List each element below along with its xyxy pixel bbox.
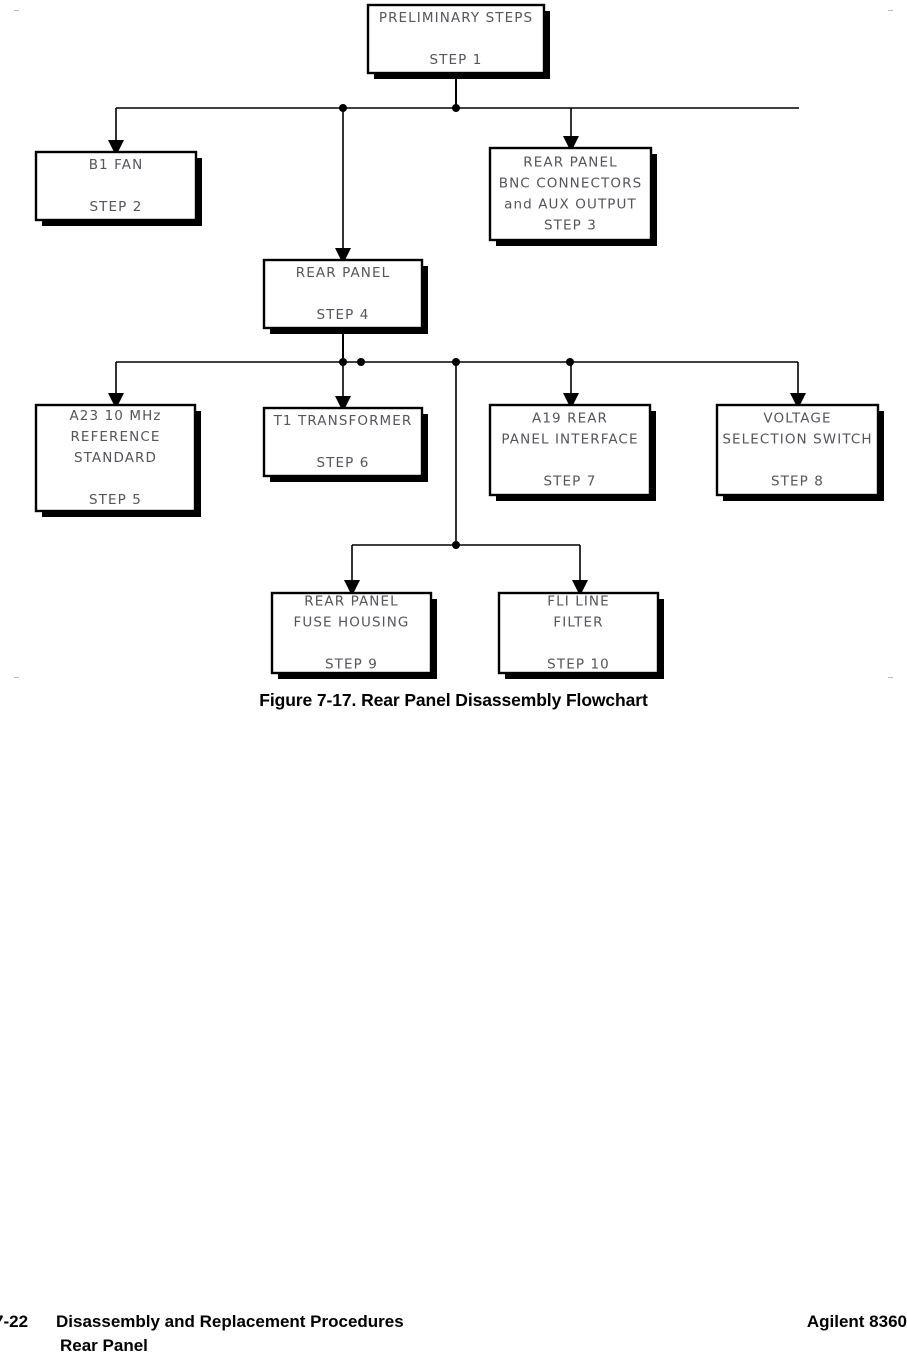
junction-dot: [339, 104, 347, 112]
box-text-line: PANEL INTERFACE: [501, 432, 638, 448]
junction-dot: [452, 541, 460, 549]
box-text-line: T1 TRANSFORMER: [273, 413, 413, 429]
box-text-line: STANDARD: [74, 450, 157, 466]
flow-box-voltage-selection-switch: VOLTAGE SELECTION SWITCH STEP 8: [715, 403, 884, 501]
box-outline: [262, 406, 424, 478]
flow-box-b1-fan: B1 FAN STEP 2: [34, 150, 202, 226]
junction-dot: [566, 358, 574, 366]
box-text-line: STEP 7: [544, 474, 597, 490]
box-outline: [715, 403, 880, 497]
box-text-line: FLI LINE: [547, 594, 610, 610]
flow-box-a19-rear-panel-interface: A19 REAR PANEL INTERFACE STEP 7: [488, 403, 656, 501]
box-outline: [270, 591, 433, 675]
arrowhead-step7: [563, 393, 579, 409]
arrowhead-step4: [335, 248, 351, 264]
arrowhead-step6: [335, 396, 351, 412]
box-text-line: and AUX OUTPUT: [504, 197, 637, 213]
box-outline: [34, 150, 198, 222]
connector-lines: [115, 73, 799, 580]
box-text-line: STEP 9: [325, 657, 378, 673]
arrowhead-step9: [344, 580, 360, 596]
junction-dot: [339, 358, 347, 366]
box-text-line: B1 FAN: [89, 157, 144, 173]
junction-dot: [357, 358, 365, 366]
box-text-line: PRELIMINARY STEPS: [379, 10, 533, 26]
box-outline: [366, 3, 546, 75]
arrowhead-step3: [563, 136, 579, 152]
box-text-line: REFERENCE: [70, 429, 160, 445]
box-text-line: REAR PANEL: [304, 594, 398, 610]
crop-mark-bottom-right: [888, 677, 893, 678]
junction-dot: [452, 104, 460, 112]
crop-mark-bottom-left: [14, 677, 19, 678]
flow-box-rear-panel-fuse-housing: REAR PANEL FUSE HOUSING STEP 9: [270, 591, 437, 679]
arrowheads: [108, 136, 806, 596]
footer-subsection-title: Rear Panel: [60, 1336, 148, 1355]
footer-product-name: Agilent 8360: [806, 1312, 907, 1331]
box-text-line: STEP 3: [544, 218, 597, 234]
box-text-line: STEP 2: [90, 199, 143, 215]
junction-dot: [452, 358, 460, 366]
box-outline: [488, 146, 653, 242]
arrowhead-step5: [108, 393, 124, 409]
box-text-line: STEP 4: [317, 307, 370, 323]
box-text-line: A19 REAR: [532, 411, 608, 427]
flow-box-t1-transformer: T1 TRANSFORMER STEP 6: [262, 406, 428, 482]
box-text-line: REAR PANEL: [296, 265, 390, 281]
crop-mark-top-right: [888, 10, 893, 11]
box-text-line: BNC CONNECTORS: [499, 176, 643, 192]
figure-caption: Figure 7-17. Rear Panel Disassembly Flow…: [259, 690, 648, 710]
box-text-line: STEP 10: [547, 657, 610, 673]
crop-mark-top-left: [14, 10, 19, 11]
flowchart-boxes: PRELIMINARY STEPS STEP 1 B1 FAN STEP 2 REAR …: [34, 3, 884, 679]
box-text-line: SELECTION SWITCH: [722, 432, 872, 448]
box-text-line: STEP 8: [771, 474, 824, 490]
box-text-line: FUSE HOUSING: [293, 615, 409, 631]
junction-dots: [339, 104, 574, 549]
flow-box-rear-panel: REAR PANEL STEP 4: [262, 258, 428, 334]
box-outline: [497, 591, 660, 675]
box-text-line: A23 10 MHz: [69, 408, 161, 424]
rear-panel-disassembly-flowchart: PRELIMINARY STEPS STEP 1 B1 FAN STEP 2 REAR …: [34, 3, 884, 679]
footer-page-number: 7-22: [0, 1312, 29, 1331]
box-text-line: STEP 1: [430, 52, 483, 68]
box-text-line: REAR PANEL: [523, 155, 617, 171]
box-text-line: VOLTAGE: [763, 411, 831, 427]
arrowhead-step2: [108, 140, 124, 156]
box-outline: [262, 258, 424, 330]
page-footer: 7-22 Disassembly and Replacement Procedur…: [0, 1312, 907, 1358]
arrowhead-step8: [790, 393, 806, 409]
box-text-line: STEP 6: [317, 455, 370, 471]
footer-left-block: 7-22 Disassembly and Replacement Procedur…: [0, 1312, 404, 1332]
box-outline: [488, 403, 652, 497]
box-text-line: FILTER: [553, 615, 603, 631]
flow-box-preliminary-steps: PRELIMINARY STEPS STEP 1: [366, 3, 550, 79]
flow-box-fl1-line-filter: FLI LINE FILTER STEP 10: [497, 591, 664, 679]
flow-box-rear-panel-bnc-connectors: REAR PANEL BNC CONNECTORS and AUX OUTPUT ST…: [488, 146, 657, 246]
footer-section-title: Disassembly and Replacement Procedures: [56, 1312, 404, 1331]
box-outline: [34, 403, 197, 513]
arrowhead-step10: [572, 580, 588, 596]
box-text-line: STEP 5: [89, 492, 142, 508]
